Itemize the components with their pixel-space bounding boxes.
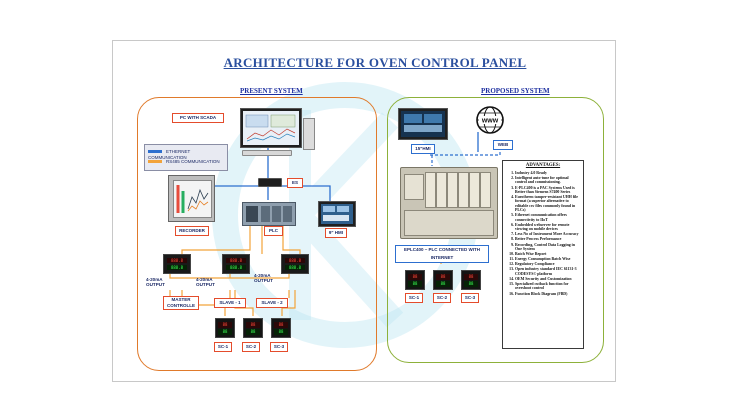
advantage-item: Better Process Performance — [515, 237, 581, 241]
eplc400-controller — [400, 167, 498, 239]
plc-label: PLC — [264, 226, 283, 236]
advantage-item: Industry 4.0 Ready — [515, 171, 581, 175]
slave-1-label: SLAVE - 1 — [214, 298, 246, 308]
advantage-item: Less No of Instrument More Accuracy — [515, 232, 581, 236]
advantage-item: Regulatory Compliance — [515, 262, 581, 266]
web-globe-icon: www — [476, 106, 504, 134]
page-title: ARCHITECTURE FOR OVEN CONTROL PANEL — [223, 55, 527, 70]
recorder-device — [168, 175, 215, 222]
pc-with-scada-label: PC WITH SCADA — [172, 113, 224, 123]
hmi-9-label: 9" HMI — [325, 228, 347, 238]
legend-ethernet: ETHERNET COMMUNICATION — [148, 149, 191, 160]
advantage-item: Specialized cutback function for oversho… — [515, 282, 581, 291]
present-system-heading: PRESENT SYSTEM — [240, 87, 303, 95]
advantage-item: Intelligent auto-tune for optimal contro… — [515, 176, 581, 185]
master-controller-label: MASTER CONTROLLE — [163, 296, 199, 310]
present-sc-3-label: SC-3 — [270, 342, 288, 352]
scada-keyboard — [242, 150, 292, 156]
advantages-heading: ADVANTAGES: — [525, 163, 561, 168]
scada-tower — [303, 118, 315, 150]
slave-2-label: SLAVE - 2 — [256, 298, 288, 308]
proposed-sc-2-label: SC-2 — [433, 293, 451, 303]
advantage-item: Open industry standard IEC 61131-3 CODES… — [515, 267, 581, 276]
es-label: ES — [287, 178, 303, 188]
hmi-9-inch — [318, 201, 356, 227]
scada-monitor — [240, 108, 302, 148]
svg-text:www: www — [481, 118, 499, 125]
ethernet-switch — [258, 178, 282, 187]
present-system-panel — [137, 97, 377, 371]
output-label-2: 4-20mA OUTPUT — [196, 277, 215, 287]
advantage-item: Function Block Diagram (FBD) — [515, 292, 581, 296]
proposed-system-heading: PROPOSED SYSTEM — [481, 87, 550, 95]
proposed-system-panel — [387, 97, 604, 363]
slave-2-controller: 888.8 888.8 — [281, 254, 309, 274]
output-label-3: 4-20mA OUTPUT — [254, 273, 273, 283]
legend-rs485: RS485 COMMUNICATION — [148, 159, 220, 165]
legend: ETHERNET COMMUNICATION RS485 COMMUNICATI… — [144, 144, 228, 171]
slave-1-controller: 888.8 888.8 — [222, 254, 250, 274]
advantage-item: OEM Security and Customization — [515, 277, 581, 281]
proposed-sc-1-label: SC-1 — [405, 293, 423, 303]
recorder-label: RECORDER — [175, 226, 209, 236]
present-sc-2-label: SC-2 — [242, 342, 260, 352]
advantage-item: Embedded webserver for remote viewing on… — [515, 223, 581, 232]
hmi-15-label: 15"HMI — [411, 144, 435, 154]
advantages-box: ADVANTAGES: Industry 4.0 Ready Intellige… — [502, 160, 584, 349]
output-label-1: 4-20mA OUTPUT — [146, 277, 165, 287]
present-sc-1-label: SC-1 — [214, 342, 232, 352]
advantages-list: Industry 4.0 Ready Intelligent auto-tune… — [515, 171, 581, 296]
advantage-item: Eurotherm tamper-resistant UHH file form… — [515, 195, 581, 212]
advantage-item: Recording, Control Data Logging in One S… — [515, 243, 581, 252]
proposed-sc-3-label: SC-3 — [461, 293, 479, 303]
eplc400-label: EPLC400 – PLC CONNECTED WITH INTERNET — [395, 245, 489, 263]
hmi-15-inch — [398, 108, 448, 140]
advantage-item: Batch Wise Report — [515, 252, 581, 256]
master-controller: 888.8 888.8 — [163, 254, 191, 274]
advantage-item: Ethernet communication offers connectivi… — [515, 213, 581, 222]
plc-rack — [242, 202, 296, 226]
advantage-item: E-PLC400 is a PAC Systems Used is Better… — [515, 186, 581, 195]
web-label: WEB — [493, 140, 513, 150]
advantage-item: Energy Consumption Batch Wise — [515, 257, 581, 261]
